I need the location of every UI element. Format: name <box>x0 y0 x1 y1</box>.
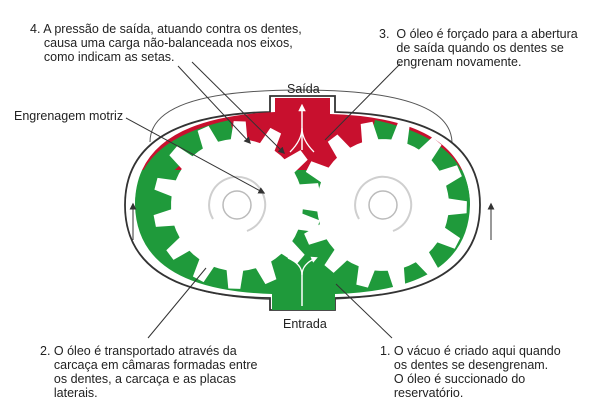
rotation-arrow-icon <box>208 175 267 232</box>
gear-group <box>153 121 467 289</box>
outlet-merge-arrows <box>289 127 315 153</box>
inlet-label: Entrada <box>283 317 327 331</box>
inlet-split-arrows <box>287 258 316 276</box>
drive-gear-label: Engrenagem motriz <box>14 109 124 123</box>
note-1: 1. O vácuo é criado aqui quando os dente… <box>380 344 561 400</box>
outer-rotation-guide <box>149 89 453 143</box>
rotation-arrow-icon <box>354 175 413 232</box>
driven-gear <box>299 121 467 289</box>
outlet-label: Saída <box>287 82 320 96</box>
note4-leader-left <box>177 65 251 145</box>
note3-leader <box>324 63 401 141</box>
driven-gear-shaft <box>368 190 398 220</box>
note2-leader <box>147 267 207 339</box>
note1-leader <box>335 283 393 339</box>
note-4: 4. A pressão de saída, atuando contra os… <box>30 22 302 64</box>
drive-gear-leader <box>125 117 266 194</box>
drive-gear <box>153 121 321 289</box>
note4-leader-right <box>191 61 285 154</box>
note-2: 2. O óleo é transportado através da carc… <box>40 344 258 400</box>
note-3: 3. O óleo é forçado para a abertura de s… <box>379 27 578 69</box>
drive-gear-shaft <box>222 190 252 220</box>
